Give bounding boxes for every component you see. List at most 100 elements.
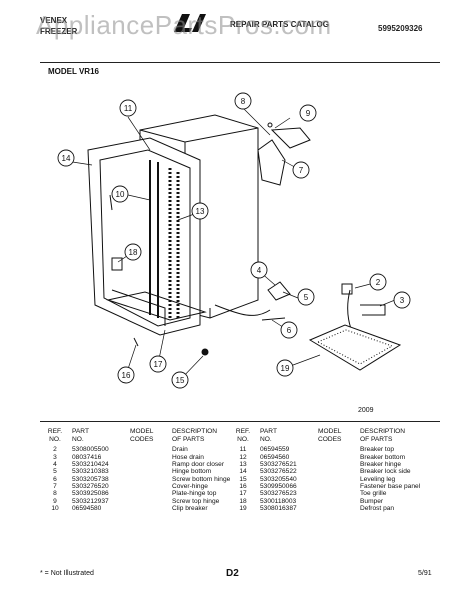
description-cell: Toe grille — [360, 490, 387, 498]
catalog-title: REPAIR PARTS CATALOG — [230, 20, 329, 29]
model-code-cell — [318, 454, 360, 461]
ref-no-cell: 14 — [239, 468, 247, 476]
part-no-cell: 5308005500 — [72, 446, 109, 454]
callout-19: 19 — [281, 364, 290, 373]
model-code-cell — [318, 446, 360, 453]
ref-no-cell: 13 — [239, 460, 247, 468]
catalog-part-number: 5995209326 — [378, 24, 423, 33]
description-cell: Fastener base panel — [360, 483, 421, 491]
part-no-cell: 5308016387 — [260, 505, 297, 513]
part-no-cell: 5303276521 — [260, 460, 297, 468]
not-illustrated-note: * = Not Illustrated — [40, 570, 94, 577]
ref-no-cell: 18 — [239, 497, 247, 505]
parts-table-left: REF. NO. PART NO. MODEL CODES DESCRIPTIO… — [42, 428, 256, 513]
header-part-no: PART NO. — [72, 428, 89, 443]
ref-no-cell: 3 — [53, 453, 57, 461]
description-cell: Plate-hinge top — [172, 490, 217, 498]
ref-no-cell: 11 — [239, 446, 247, 454]
table-top-rule — [40, 421, 440, 422]
model-code-cell — [130, 505, 172, 512]
callout-18: 18 — [129, 248, 138, 257]
callout-11: 11 — [124, 104, 133, 113]
ref-no-cell: 17 — [239, 490, 247, 498]
description-cell: Defrost pan — [360, 505, 395, 513]
description-cell: Ramp door closer — [172, 460, 225, 468]
callout-13: 13 — [196, 207, 205, 216]
part-no-cell: 06594580 — [72, 505, 102, 513]
part-no-cell: 06594560 — [260, 453, 290, 461]
header-part-no: PART NO. — [260, 428, 277, 443]
part-no-cell: 5303925086 — [72, 490, 109, 498]
callout-17: 17 — [154, 360, 163, 369]
exploded-parts-diagram: 11 8 9 7 10 14 13 18 4 5 6 2 3 19 16 17 … — [57, 92, 411, 389]
brand-line-1: VENEX — [40, 16, 68, 25]
header-model-codes: MODEL CODES — [130, 428, 154, 443]
callout-6: 6 — [287, 326, 292, 335]
description-cell: Screw top hinge — [172, 497, 220, 505]
ref-no-cell: 16 — [239, 483, 247, 491]
description-cell: Hose drain — [172, 453, 204, 461]
part-no-cell: 5303205540 — [260, 475, 297, 483]
part-no-cell: 5303210424 — [72, 460, 109, 468]
part-no-cell: 5300118003 — [260, 497, 297, 505]
ref-no-cell: 5 — [53, 468, 57, 476]
ref-no-cell: 6 — [53, 475, 57, 483]
part-no-cell: 5303276522 — [260, 468, 297, 476]
ref-no-cell: 8 — [53, 490, 57, 498]
callout-10: 10 — [116, 190, 125, 199]
revision-date: 5/91 — [418, 570, 432, 577]
model-code-cell — [318, 498, 360, 505]
ref-no-cell: 4 — [53, 460, 57, 468]
model-code-cell — [318, 461, 360, 468]
ref-no-cell: 7 — [53, 483, 57, 491]
callout-4: 4 — [257, 266, 262, 275]
callout-2: 2 — [376, 278, 381, 287]
parts-row: 8 5303925086 Plate-hinge top — [42, 490, 256, 497]
callout-14: 14 — [62, 154, 71, 163]
part-no-cell: 5303205738 — [72, 475, 109, 483]
parts-row: 3 08037416 Hose drain — [42, 454, 256, 461]
model-code-cell — [318, 476, 360, 483]
header-ref-no: REF. NO. — [47, 428, 63, 443]
callout-15: 15 — [176, 376, 185, 385]
brand-line-2: FREEZER — [40, 27, 78, 36]
description-cell: Breaker hinge — [360, 460, 402, 468]
callout-3: 3 — [400, 296, 405, 305]
description-cell: Breaker bottom — [360, 453, 406, 461]
part-no-cell: 5303276520 — [72, 483, 109, 491]
part-no-cell: 5309950066 — [260, 483, 297, 491]
ref-no-cell: 15 — [239, 475, 247, 483]
parts-row: 15 5303205540 Leveling leg — [230, 476, 448, 483]
model-code-cell — [318, 483, 360, 490]
callout-7: 7 — [299, 166, 304, 175]
diagram-year: 2009 — [358, 407, 374, 414]
part-no-cell: 08037416 — [72, 453, 102, 461]
description-cell: Leveling leg — [360, 475, 396, 483]
description-cell: Hinge bottom — [172, 468, 212, 476]
description-cell: Breaker top — [360, 446, 395, 454]
header-description: DESCRIPTION OF PARTS — [360, 428, 406, 443]
model-code-cell — [318, 490, 360, 497]
model-code-cell — [130, 468, 172, 475]
header-rule — [40, 62, 440, 63]
callout-9: 9 — [306, 109, 311, 118]
model-code-cell — [130, 461, 172, 468]
parts-row: 13 5303276521 Breaker hinge — [230, 461, 448, 468]
parts-row: 4 5303210424 Ramp door closer — [42, 461, 256, 468]
part-no-cell: 5303212937 — [72, 497, 109, 505]
page-code: D2 — [226, 568, 239, 579]
model-code-cell — [130, 446, 172, 453]
description-cell: Bumper — [360, 497, 384, 505]
description-cell: Drain — [172, 446, 188, 454]
ref-no-cell: 19 — [239, 505, 247, 513]
